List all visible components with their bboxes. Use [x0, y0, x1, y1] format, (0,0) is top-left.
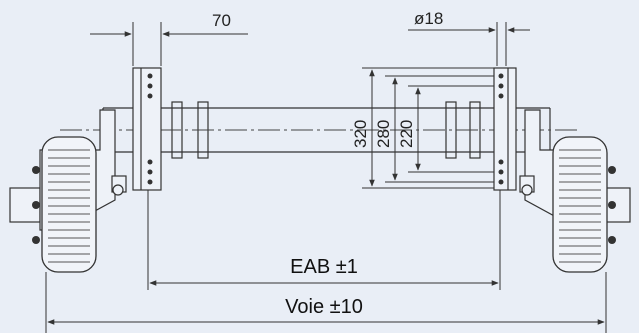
right-bracket-bolts	[498, 73, 504, 185]
right-bracket	[493, 67, 517, 191]
left-brake-drum	[32, 136, 97, 273]
dimension-eab	[147, 190, 501, 290]
dimension-280-label: 280	[374, 120, 393, 148]
dimension-220-label: 220	[397, 120, 416, 148]
dimension-70-label: 70	[212, 11, 231, 30]
dimension-70	[90, 22, 248, 66]
dimension-bolt-hole	[408, 22, 530, 66]
dimension-bolt-hole-label: ø18	[414, 9, 443, 28]
dimension-voie-label: Voie ±10	[285, 296, 363, 318]
left-bracket-bolts	[147, 73, 153, 185]
right-brake-drum	[552, 136, 616, 273]
left-bracket	[132, 67, 162, 191]
dimension-eab-label: EAB ±1	[290, 256, 358, 278]
dimension-320-label: 320	[351, 120, 370, 148]
vertical-dimension-lines	[362, 67, 494, 189]
dimension-voie	[45, 272, 607, 333]
